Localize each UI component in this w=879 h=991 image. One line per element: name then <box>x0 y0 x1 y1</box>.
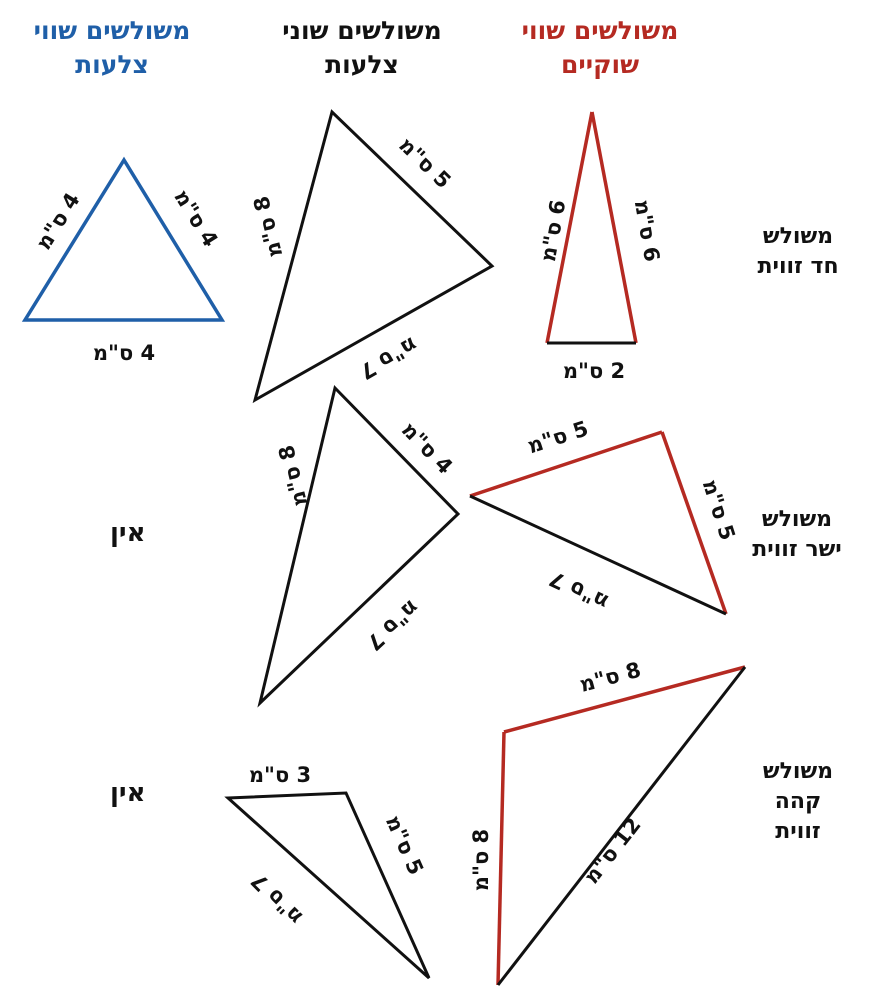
side-label: 4 ס"מ <box>93 341 155 365</box>
triangle-isosceles-obtuse-top-leg <box>503 665 746 734</box>
header-scalene-line2: צלעות <box>325 50 399 79</box>
header-equilateral: משולשים שווי צלעות <box>12 14 212 82</box>
side-label: 4 ס"מ <box>31 188 84 254</box>
row-label-acute: משולש חד זווית <box>738 222 858 282</box>
side-label: 4 ס"מ <box>397 417 458 479</box>
triangle-scalene-right <box>257 385 461 708</box>
side-label: 12 ס"מ <box>579 813 645 888</box>
row-label-obtuse-line2: קהה <box>774 789 822 814</box>
triangle-isosceles-acute-right-leg <box>590 111 638 344</box>
triangle-isosceles-right-top-leg <box>469 430 663 498</box>
header-equilateral-line1: משולשים שווי <box>33 16 191 45</box>
triangle-isosceles-right-side-leg <box>660 431 728 615</box>
side-label: 8 ס"מ <box>274 443 312 509</box>
side-label: 7 ס"מ <box>546 566 613 614</box>
triangle-isosceles-obtuse-base <box>496 666 747 986</box>
side-label: 4 ס"מ <box>169 185 222 251</box>
side-label: 6 ס"מ <box>630 198 664 264</box>
triangle-scalene-acute <box>252 109 495 404</box>
side-label: 5 ס"מ <box>698 476 740 543</box>
side-label: 5 ס"מ <box>381 812 428 879</box>
header-scalene-line1: משולשים שוני <box>282 16 442 45</box>
row-label-right-line1: משולש <box>761 507 833 532</box>
header-isosceles-line1: משולשים שווי <box>521 16 679 45</box>
triangle-equilateral-acute <box>21 156 226 322</box>
row-label-obtuse-line1: משולש <box>762 759 834 784</box>
triangle-isosceles-right-hypotenuse <box>469 494 727 616</box>
side-label: 8 ס"מ <box>249 194 287 260</box>
header-isosceles: משולשים שווי שוקיים <box>500 14 700 82</box>
side-label: 7 ס"מ <box>355 332 421 384</box>
header-equilateral-line2: צלעות <box>75 50 149 79</box>
none-label-equilateral-obtuse: אין <box>110 778 146 808</box>
row-label-right-line2: ישר זווית <box>752 537 842 562</box>
side-label: 7 ס"מ <box>247 868 308 929</box>
row-label-obtuse: משולש קהה זווית <box>738 757 858 847</box>
triangle-isosceles-acute-left-leg <box>545 111 594 344</box>
side-label: 8 ס"מ <box>469 829 493 891</box>
triangle-isosceles-obtuse-left-leg <box>496 731 506 986</box>
side-label: 5 ס"מ <box>524 416 591 458</box>
row-label-acute-line1: משולש <box>762 224 834 249</box>
triangle-scalene-obtuse <box>224 791 431 980</box>
row-label-obtuse-line3: זווית <box>775 819 821 844</box>
header-isosceles-line2: שוקיים <box>560 50 640 79</box>
row-label-right: משולש ישר זווית <box>732 505 862 565</box>
side-label: 7 ס"מ <box>362 595 424 655</box>
row-label-acute-line2: חד זווית <box>757 254 839 279</box>
side-label: 8 ס"מ <box>577 658 643 697</box>
side-label: 2 ס"מ <box>563 359 625 383</box>
side-label: 3 ס"מ <box>249 763 311 787</box>
header-scalene: משולשים שוני צלעות <box>262 14 462 82</box>
none-label-equilateral-right: אין <box>110 518 146 548</box>
side-label: 5 ס"מ <box>394 133 456 194</box>
